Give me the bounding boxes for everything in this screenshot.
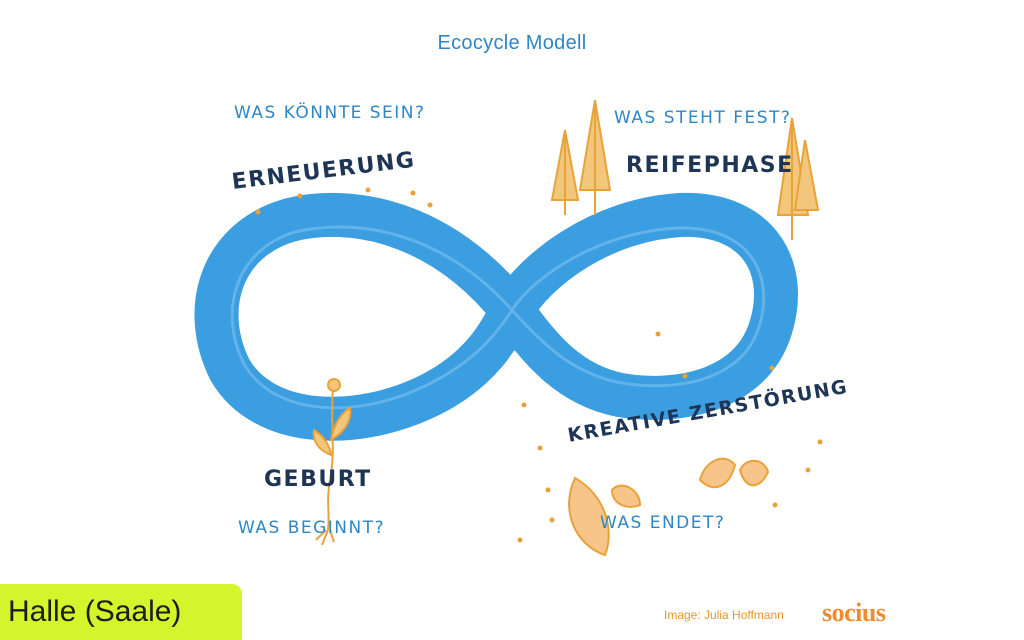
falling-seeds	[255, 187, 823, 543]
infinity-loop-highlight	[230, 225, 766, 410]
stage-maturity: Reifephase	[626, 153, 794, 178]
image-credit: Image: Julia Hoffmann	[664, 608, 784, 622]
question-birth: Was beginnt?	[238, 518, 386, 538]
question-renewal: Was könnte sein?	[234, 103, 426, 123]
question-maturity: Was steht fest?	[614, 108, 792, 128]
leaf-icon	[568, 457, 770, 557]
location-label: Halle (Saale)	[8, 595, 182, 628]
flower-icon	[312, 378, 352, 546]
question-destruction: Was endet?	[600, 513, 726, 533]
stage-birth: Geburt	[264, 467, 372, 492]
tree-icon	[550, 99, 820, 240]
socius-logo: socius	[822, 598, 886, 627]
location-badge: Halle (Saale)	[0, 584, 242, 640]
diagram-title: Ecocycle Modell	[437, 32, 587, 54]
infinity-loop	[194, 192, 798, 441]
